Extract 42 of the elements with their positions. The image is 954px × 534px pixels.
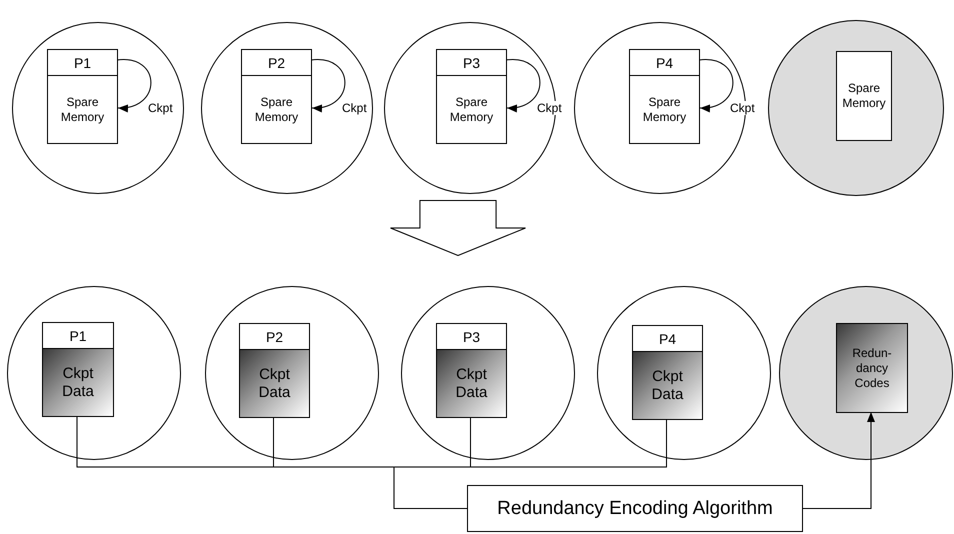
host-circle [597,286,771,460]
loop-arrow [698,59,734,112]
memory-block [239,323,310,418]
loop-arrow [116,59,152,112]
host-circle [401,286,575,460]
loop-arrow [506,59,540,112]
block-text: Spare Memory [448,94,494,126]
block-text: Spare Memory [254,94,300,126]
memory-block [632,325,703,420]
arrow [802,412,875,509]
host-circle [7,286,181,460]
memory-block [436,49,507,144]
host-circle [201,22,373,194]
connector-line [394,418,667,509]
memory-block [836,323,908,413]
memory-block [42,322,114,417]
memory-block [436,323,507,418]
block-text: Spare Memory [642,94,688,126]
block-heading: P2 [242,50,311,76]
edge-label: Ckpt [729,101,756,115]
memory-block [629,49,700,144]
block-text: Ckpt Data [633,352,702,419]
host-circle [12,22,184,194]
memory-block [836,51,892,141]
block-text: Redun- dancy Codes [851,346,893,390]
memory-block [241,49,312,144]
down-arrow [390,200,526,256]
edge-label: Ckpt [147,101,174,115]
process-box: Redundancy Encoding Algorithm [467,485,803,532]
block-heading: P3 [437,50,506,76]
block-text: Ckpt Data [240,350,309,417]
block-heading: P4 [630,50,699,76]
loop-arrow [310,59,346,112]
block-text: Ckpt Data [437,350,506,417]
memory-block [47,49,118,144]
block-text: Spare Memory [841,81,887,111]
block-text: Spare Memory [60,94,106,126]
edge-label: Ckpt [341,101,368,115]
host-circle [205,286,379,460]
block-text: Ckpt Data [43,349,113,416]
edge-label: Ckpt [536,101,563,115]
block-heading: P1 [48,50,117,76]
